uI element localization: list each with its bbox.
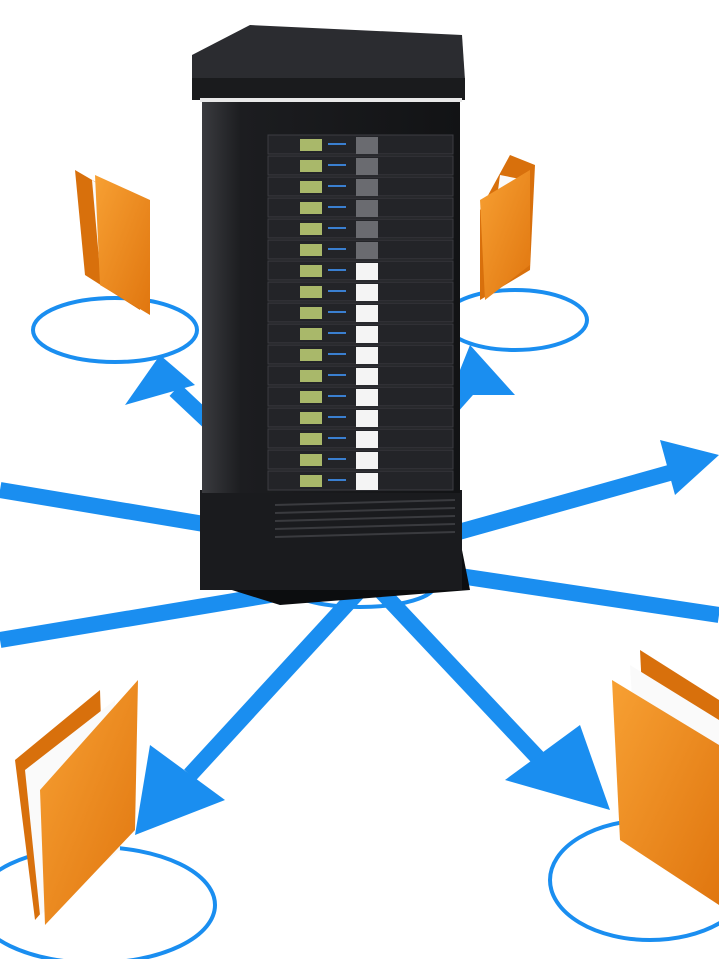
status-leds — [328, 395, 346, 397]
drive-bay-light — [356, 368, 378, 385]
rack-unit — [267, 428, 454, 449]
drive-bay-light — [356, 305, 378, 322]
rack-unit — [267, 260, 454, 281]
status-leds — [328, 143, 346, 145]
display-panel — [300, 412, 322, 424]
status-leds — [328, 374, 346, 376]
status-leds — [328, 311, 346, 313]
rack-unit — [267, 281, 454, 302]
status-leds — [328, 416, 346, 418]
display-panel — [300, 475, 322, 487]
ring-top-left — [31, 296, 199, 364]
ring-top-right — [441, 288, 589, 352]
display-panel — [300, 202, 322, 214]
status-leds — [328, 185, 346, 187]
drive-bay — [356, 200, 378, 217]
display-panel — [300, 433, 322, 445]
drive-bay — [356, 137, 378, 154]
rack-unit — [267, 134, 454, 155]
rack-unit — [267, 302, 454, 323]
folder-bottom-right — [612, 650, 719, 905]
status-leds — [328, 206, 346, 208]
status-leds — [328, 164, 346, 166]
display-panel — [300, 139, 322, 151]
status-leds — [328, 227, 346, 229]
status-leds — [328, 269, 346, 271]
drive-bay-light — [356, 410, 378, 427]
rack-unit — [267, 176, 454, 197]
drive-bay-light — [356, 284, 378, 301]
status-leds — [328, 458, 346, 460]
drive-bay-light — [356, 389, 378, 406]
server-base — [200, 490, 462, 590]
status-leds — [328, 479, 346, 481]
base-vents — [274, 499, 456, 538]
drive-bay — [356, 158, 378, 175]
rack-unit — [267, 365, 454, 386]
display-panel — [300, 265, 322, 277]
folder-top-left — [75, 170, 150, 315]
network-arrows — [0, 345, 719, 835]
rack-unit — [267, 470, 454, 491]
status-leds — [328, 332, 346, 334]
display-panel — [300, 349, 322, 361]
display-panel — [300, 328, 322, 340]
rack-units — [267, 134, 454, 491]
server-lid-edge — [192, 78, 465, 100]
display-panel — [300, 244, 322, 256]
server-lid-highlight — [200, 98, 462, 102]
display-panel — [300, 307, 322, 319]
drive-bay-light — [356, 431, 378, 448]
drive-bay — [356, 179, 378, 196]
server-lid — [192, 25, 465, 82]
display-panel — [300, 454, 322, 466]
folder-bottom-left — [15, 680, 138, 925]
rack-unit — [267, 407, 454, 428]
status-leds — [328, 437, 346, 439]
rack-unit — [267, 323, 454, 344]
drive-bay-light — [356, 347, 378, 364]
display-panel — [300, 181, 322, 193]
rack-unit — [267, 197, 454, 218]
status-leds — [328, 290, 346, 292]
drive-bay-light — [356, 452, 378, 469]
rack-unit — [267, 344, 454, 365]
rack-unit — [267, 239, 454, 260]
drive-bay-light — [356, 473, 378, 490]
display-panel — [300, 391, 322, 403]
rack-unit — [267, 155, 454, 176]
drive-bay — [356, 242, 378, 259]
status-leds — [328, 248, 346, 250]
drive-bay — [356, 221, 378, 238]
rack-unit — [267, 218, 454, 239]
server-tower — [192, 25, 470, 605]
status-leds — [328, 353, 346, 355]
display-panel — [300, 370, 322, 382]
drive-bay-light — [356, 326, 378, 343]
display-panel — [300, 286, 322, 298]
drive-bay-light — [356, 263, 378, 280]
rack-unit — [267, 449, 454, 470]
folder-top-right — [480, 155, 535, 300]
display-panel — [300, 223, 322, 235]
display-panel — [300, 160, 322, 172]
rack-unit — [267, 386, 454, 407]
